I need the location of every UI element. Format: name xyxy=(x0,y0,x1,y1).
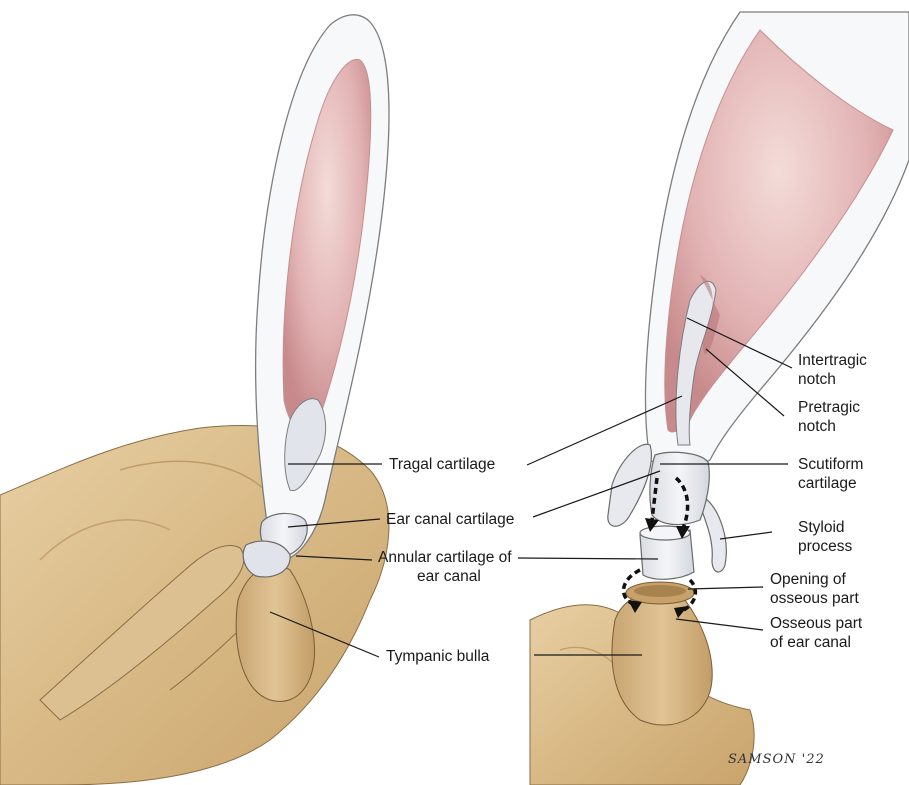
label-opening-line1: Opening of xyxy=(770,570,859,589)
label-osseous-line2: of ear canal xyxy=(770,633,862,652)
label-tympanic-bulla: Tympanic bulla xyxy=(386,647,489,666)
label-osseous-part-ear-canal: Osseous part of ear canal xyxy=(770,614,862,652)
artist-signature: SAMSON '22 xyxy=(728,752,825,767)
label-scutiform-line1: Scutiform xyxy=(798,455,863,474)
label-opening-osseous-part: Opening of osseous part xyxy=(770,570,859,608)
label-intertragic-line1: Intertragic xyxy=(798,351,867,370)
right-ear-canal-cartilage xyxy=(650,452,709,524)
label-styloid-line1: Styloid xyxy=(798,518,852,537)
right-annular-cartilage xyxy=(640,526,694,579)
right-tympanic-bulla xyxy=(612,582,712,725)
right-scutiform-cartilage xyxy=(608,444,652,526)
label-intertragic-line2: notch xyxy=(798,370,867,389)
label-intertragic-notch: Intertragic notch xyxy=(798,351,867,389)
label-styloid-process: Styloid process xyxy=(798,518,852,556)
label-pretragic-line2: notch xyxy=(798,417,860,436)
label-scutiform-line2: cartilage xyxy=(798,474,863,493)
label-tragal-cartilage: Tragal cartilage xyxy=(389,455,495,474)
label-annular-cartilage-line2: ear canal xyxy=(378,567,512,586)
label-styloid-line2: process xyxy=(798,537,852,556)
label-opening-line2: osseous part xyxy=(770,589,859,608)
label-pretragic-notch: Pretragic notch xyxy=(798,398,860,436)
label-annular-cartilage: Annular cartilage of ear canal xyxy=(378,548,512,586)
right-ear-pinna xyxy=(645,0,909,468)
label-annular-cartilage-line1: Annular cartilage of xyxy=(378,548,512,567)
label-ear-canal-cartilage: Ear canal cartilage xyxy=(386,510,514,529)
label-scutiform-cartilage: Scutiform cartilage xyxy=(798,455,863,493)
label-osseous-line1: Osseous part xyxy=(770,614,862,633)
label-pretragic-line1: Pretragic xyxy=(798,398,860,417)
